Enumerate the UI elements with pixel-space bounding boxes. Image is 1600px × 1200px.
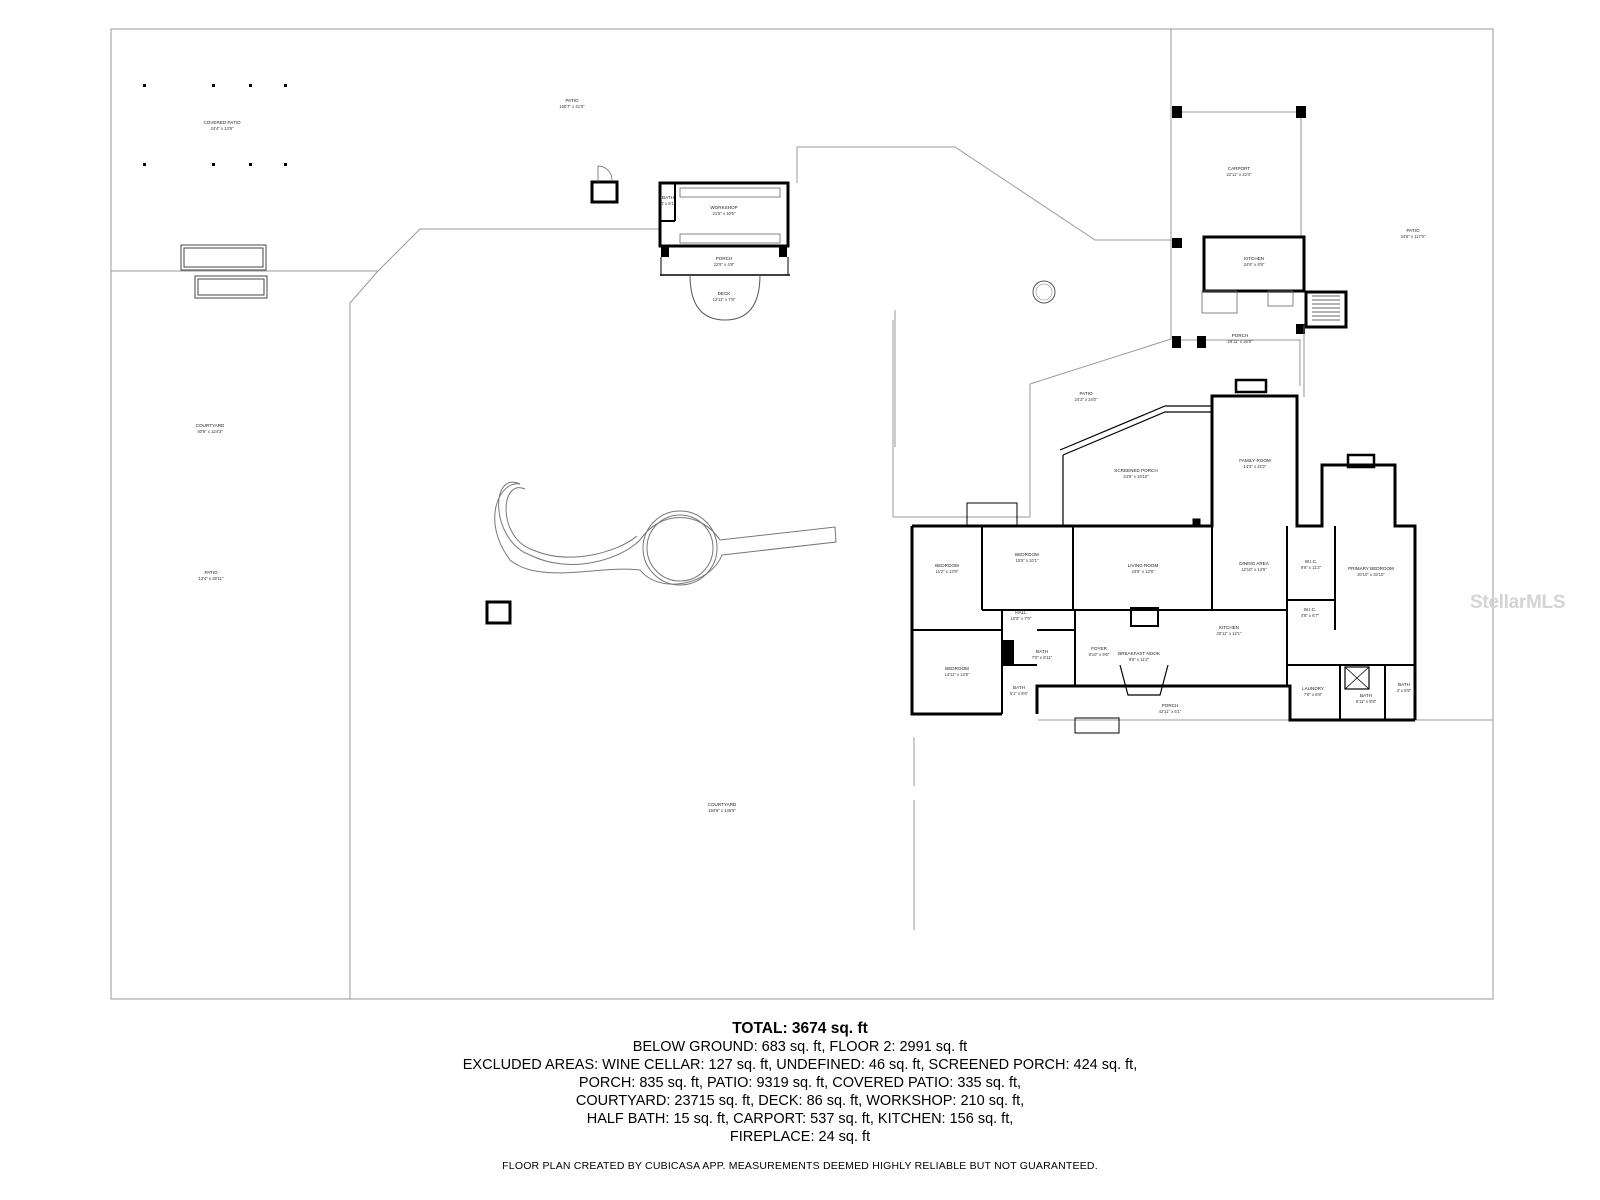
- summary-line: COURTYARD: 23715 sq. ft, DECK: 86 sq. ft…: [575, 1093, 1025, 1109]
- room-dims: 14'11" x 13'8": [945, 672, 970, 677]
- room-label: BATH: [1036, 649, 1048, 654]
- main-house: [910, 378, 1417, 734]
- room-label: HALL: [1015, 610, 1027, 615]
- room-label: BEDROOM: [945, 666, 969, 671]
- carport-structure: [1172, 106, 1348, 397]
- room-label: PATIO: [1079, 391, 1093, 396]
- room-label: LAUNDRY: [1302, 686, 1324, 691]
- room-label: FOYER: [1091, 646, 1108, 651]
- room-dims: 29'11" x 26'8": [1228, 339, 1253, 344]
- covered-patio-posts: [143, 84, 287, 166]
- room-dims: 4' x 5'1": [661, 201, 676, 206]
- room-dims: 20'11" x 12'1": [1217, 631, 1242, 636]
- room-dims: 24'6" x 8'8": [1244, 262, 1265, 267]
- room-dims: 9'5" x 11'2": [1129, 657, 1150, 662]
- room-dims: 13'4" x 28'11": [199, 576, 224, 581]
- room-dims: 22'5" x 4'8": [714, 262, 735, 267]
- workshop-building: [658, 181, 1056, 321]
- summary-line: PORCH: 835 sq. ft, PATIO: 9319 sq. ft, C…: [578, 1075, 1022, 1091]
- room-dims: 14'3" x 22'2": [1244, 464, 1267, 469]
- room-label: KITCHEN: [1244, 256, 1264, 261]
- shed: [485, 165, 619, 625]
- room-label: COVERED PATIO: [203, 120, 241, 125]
- room-label: PORCH: [1162, 703, 1179, 708]
- benches: [180, 244, 268, 299]
- room-label: PRIMARY BEDROOM: [1348, 566, 1394, 571]
- room-dims: 12'10" x 14'5": [1241, 567, 1267, 572]
- room-label: W.I.C.: [1304, 607, 1317, 612]
- room-dims: 40'8" x 124'3": [197, 429, 223, 434]
- watermark: StellarMLS: [1470, 592, 1566, 613]
- room-dims: 24'3" x 24'0": [1075, 397, 1098, 402]
- room-dims: 7'6" x 6'8": [1304, 692, 1323, 697]
- room-dims: 20'10" x 33'10": [1357, 572, 1385, 577]
- room-dims: 24'4" x 13'9": [211, 126, 234, 131]
- room-dims: 21'5" x 10'6": [713, 211, 736, 216]
- room-label: DINING AREA: [1239, 561, 1270, 566]
- pool: [494, 481, 837, 586]
- room-label: CARPORT: [1228, 166, 1251, 171]
- room-dims: 9'8" x 11'2": [1301, 565, 1322, 570]
- room-dims: 34'6" x 117'0": [1401, 234, 1426, 239]
- room-label: BATH: [662, 195, 674, 200]
- room-label: DECK: [718, 291, 732, 296]
- room-dims: 24'8" x 19'10": [1123, 474, 1149, 479]
- site-boundaries: [110, 28, 1494, 1000]
- room-label: COURTYARD: [196, 423, 225, 428]
- room-label: PORCH: [1232, 333, 1249, 338]
- room-dims: 4'6" x 6'7": [1301, 613, 1320, 618]
- floor-plan: COVERED PATIO 24'4" x 13'9" PATIO 160'7"…: [110, 28, 1494, 1000]
- room-label: WORKSHOP: [710, 205, 737, 210]
- room-label: PORCH: [716, 256, 733, 261]
- room-label: PATIO: [565, 98, 579, 103]
- room-label: W.I.C.: [1305, 559, 1318, 564]
- room-label: FAMILY ROOM: [1239, 458, 1271, 463]
- total-area: TOTAL: 3674 sq. ft: [732, 1020, 868, 1037]
- room-label: BATH: [1360, 693, 1372, 698]
- room-dims: 8'10" x 9'6": [1089, 652, 1110, 657]
- room-labels: COVERED PATIO 24'4" x 13'9" PATIO 160'7"…: [196, 98, 1426, 813]
- room-dims: 22'11" x 23'4": [1227, 172, 1252, 177]
- room-dims: 7'0" x 6'11": [1032, 655, 1053, 660]
- room-dims: 23'5" x 13'8": [1132, 569, 1155, 574]
- room-label: SCREENED PORCH: [1114, 468, 1157, 473]
- room-label: BATH: [1013, 685, 1025, 690]
- room-label: BREAKFAST NOOK: [1118, 651, 1161, 656]
- room-dims: 5'1" x 6'6": [1010, 691, 1029, 696]
- room-dims: 15'5" x 10'1": [1016, 558, 1039, 563]
- room-label: LIVING ROOM: [1128, 563, 1159, 568]
- area-summary: TOTAL: 3674 sq. ft BELOW GROUND: 683 sq.…: [0, 1020, 1600, 1146]
- room-label: KITCHEN: [1219, 625, 1239, 630]
- room-dims: 10'5" x 7'0": [1011, 616, 1032, 621]
- room-label: PATIO: [1406, 228, 1420, 233]
- disclaimer: FLOOR PLAN CREATED BY CUBICASA APP. MEAS…: [502, 1160, 1098, 1172]
- room-label: COURTYARD: [708, 802, 737, 807]
- room-dims: 11'2" x 13'8": [936, 569, 959, 574]
- room-label: BATH: [1398, 682, 1410, 687]
- room-dims: 8'11" x 8'8": [1356, 699, 1377, 704]
- room-dims: 160'7" x 41'0": [559, 104, 585, 109]
- summary-line: FIREPLACE: 24 sq. ft: [729, 1129, 871, 1145]
- room-dims: 42'11" x 6'1": [1159, 709, 1182, 714]
- room-label: BEDROOM: [935, 563, 959, 568]
- summary-line: EXCLUDED AREAS: WINE CELLAR: 127 sq. ft,…: [462, 1057, 1138, 1073]
- summary-line: HALF BATH: 15 sq. ft, CARPORT: 537 sq. f…: [586, 1111, 1014, 1127]
- room-dims: 4' x 6'9": [1397, 688, 1412, 693]
- summary-line: BELOW GROUND: 683 sq. ft, FLOOR 2: 2991 …: [632, 1039, 968, 1055]
- room-label: PATIO: [204, 570, 218, 575]
- room-label: BEDROOM: [1015, 552, 1039, 557]
- room-dims: 194'9" x 145'5": [708, 808, 736, 813]
- room-dims: 12'11" x 7'8": [713, 297, 736, 302]
